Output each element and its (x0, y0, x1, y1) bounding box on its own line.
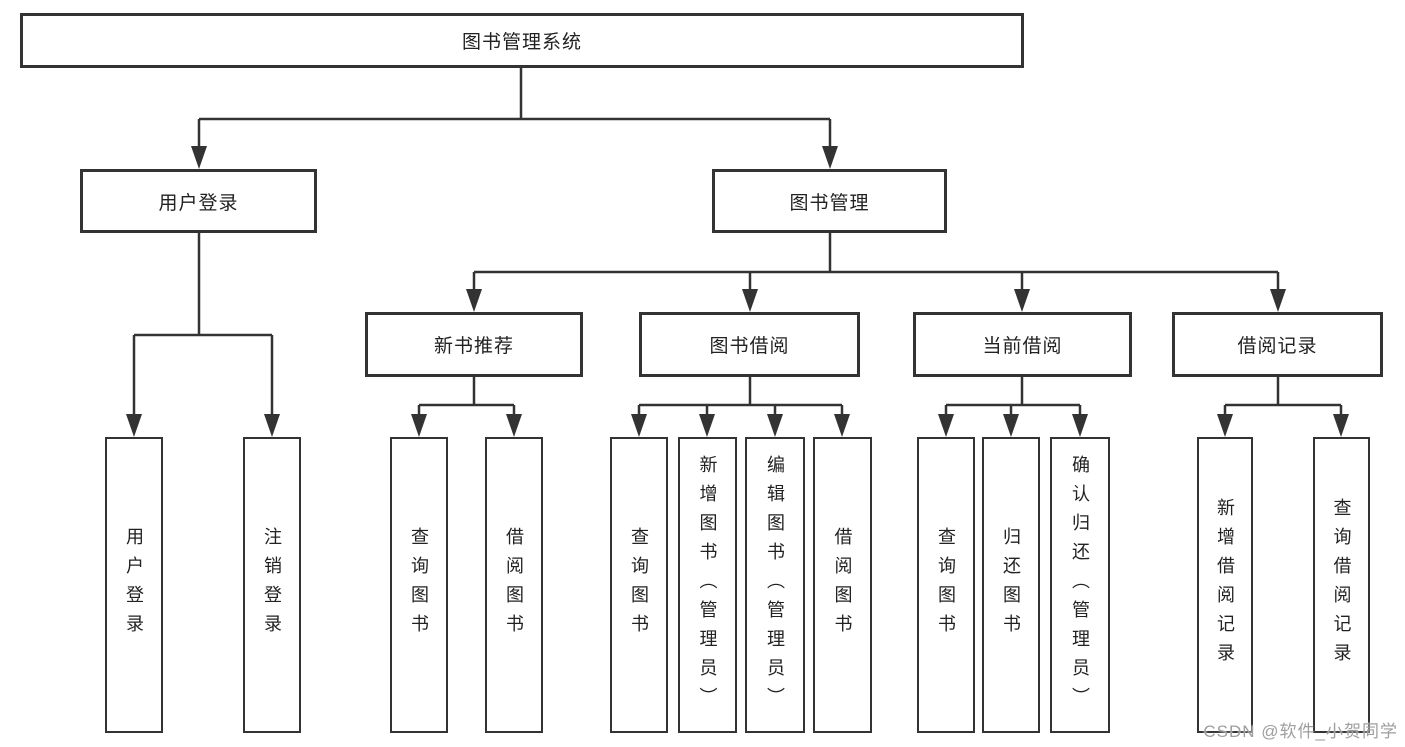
leaf-current-query-books-label: 查询图书 (936, 527, 956, 643)
leaf-current-return-books-label: 归还图书 (1001, 527, 1021, 643)
leaf-borrowing-borrow-books: 借阅图书 (813, 437, 872, 733)
node-borrow-records: 借阅记录 (1172, 312, 1383, 377)
node-book-borrowing: 图书借阅 (639, 312, 860, 377)
node-user-login: 用户登录 (80, 169, 317, 233)
leaf-newbook-query-books: 查询图书 (390, 437, 448, 733)
leaf-current-confirm-return: 确认归还（管理员） (1050, 437, 1110, 733)
leaf-logout-label: 注销登录 (262, 527, 282, 643)
leaf-borrowing-borrow-books-label: 借阅图书 (832, 527, 853, 643)
node-current-borrowing: 当前借阅 (913, 312, 1132, 377)
leaf-user-login: 用户登录 (105, 437, 163, 733)
leaf-borrowing-edit-books: 编辑图书（管理员） (745, 437, 805, 733)
leaf-newbook-query-books-label: 查询图书 (409, 527, 429, 643)
leaf-records-query-record-label: 查询借阅记录 (1331, 498, 1352, 672)
node-root: 图书管理系统 (20, 13, 1024, 68)
leaf-logout: 注销登录 (243, 437, 301, 733)
node-root-label: 图书管理系统 (461, 32, 582, 53)
leaf-records-query-record: 查询借阅记录 (1313, 437, 1370, 733)
leaf-current-query-books: 查询图书 (917, 437, 975, 733)
node-book-management: 图书管理 (712, 169, 947, 233)
node-new-book-recommend: 新书推荐 (365, 312, 583, 377)
leaf-borrowing-query-books: 查询图书 (610, 437, 668, 733)
leaf-current-confirm-return-label: 确认归还（管理员） (1070, 454, 1090, 716)
leaf-borrowing-query-books-label: 查询图书 (629, 527, 649, 643)
leaf-records-add-record: 新增借阅记录 (1197, 437, 1253, 733)
leaf-newbook-borrow-books: 借阅图书 (485, 437, 543, 733)
node-current-borrowing-label: 当前借阅 (982, 336, 1063, 357)
tree-edges (132, 68, 1343, 418)
leaf-borrowing-edit-books-label: 编辑图书（管理员） (765, 454, 785, 716)
leaf-current-return-books: 归还图书 (982, 437, 1040, 733)
node-borrow-records-label: 借阅记录 (1237, 336, 1318, 357)
node-book-borrowing-label: 图书借阅 (709, 336, 790, 357)
node-book-management-label: 图书管理 (789, 192, 870, 214)
leaf-records-add-record-label: 新增借阅记录 (1215, 498, 1235, 672)
leaf-newbook-borrow-books-label: 借阅图书 (504, 527, 524, 643)
node-new-book-recommend-label: 新书推荐 (433, 336, 514, 357)
leaf-user-login-label: 用户登录 (124, 527, 144, 643)
csdn-watermark: CSDN @软件_小贺同学 (1203, 722, 1398, 741)
leaf-borrowing-add-books: 新增图书（管理员） (678, 437, 737, 733)
leaf-borrowing-add-books-label: 新增图书（管理员） (697, 454, 718, 716)
node-user-login-label: 用户登录 (158, 192, 239, 214)
